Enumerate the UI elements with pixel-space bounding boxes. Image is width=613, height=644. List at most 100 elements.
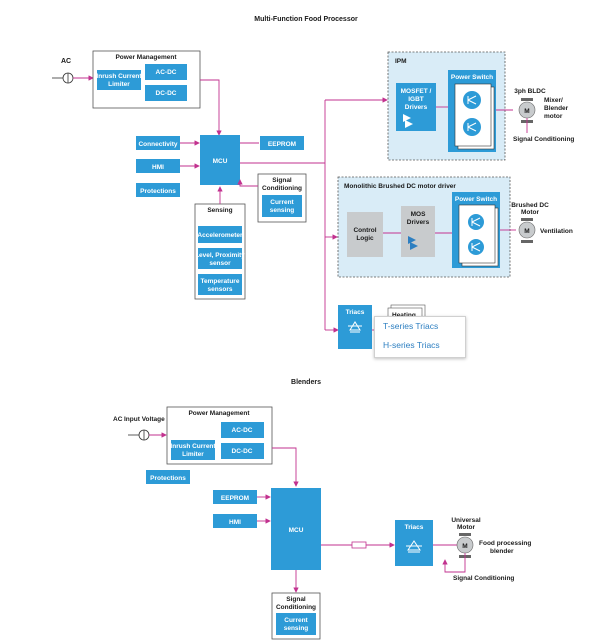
bottom-power-management: Power Management AC-DC Inrush Current Li… <box>166 406 273 465</box>
svg-text:sensing: sensing <box>270 207 295 214</box>
top-title: Multi-Function Food Processor <box>254 16 358 23</box>
top-temperature-sensors <box>198 274 242 295</box>
bottom-triac-icon <box>406 540 422 553</box>
top-control-logic <box>347 212 383 257</box>
svg-text:Ventilation: Ventilation <box>540 228 573 235</box>
top-signal-conditioning-label: Signal Conditioning <box>513 136 574 143</box>
svg-text:Drivers: Drivers <box>407 219 430 226</box>
bottom-ac-source-icon <box>128 429 150 441</box>
h-series-triacs-link[interactable]: H-series Triacs <box>383 340 440 350</box>
top-transistor-icon <box>463 91 481 109</box>
top-sensing: Sensing Accelerometer Level, Proximity s… <box>194 203 246 300</box>
svg-text:Power Management: Power Management <box>115 54 177 61</box>
svg-text:Input Voltage: Input Voltage <box>124 416 165 423</box>
svg-text:Power Management: Power Management <box>188 410 250 417</box>
top-transistor-icon <box>463 118 481 136</box>
svg-text:DC-DC: DC-DC <box>232 448 253 455</box>
svg-text:Protections: Protections <box>140 188 176 195</box>
svg-text:MOSFET /: MOSFET / <box>401 88 432 95</box>
bottom-protections <box>146 470 190 484</box>
svg-text:Motor: Motor <box>457 524 476 531</box>
svg-text:Logic: Logic <box>356 235 374 242</box>
top-mosfet-drivers <box>396 83 436 131</box>
svg-text:Accelerometer: Accelerometer <box>197 232 243 239</box>
top-acdc <box>145 64 187 80</box>
svg-text:DC-DC: DC-DC <box>156 90 177 97</box>
svg-text:Inrush Current: Inrush Current <box>170 443 216 450</box>
bottom-inrush-limiter <box>171 440 215 460</box>
svg-text:Conditioning: Conditioning <box>276 604 316 611</box>
top-brushed-dc-driver: Monolithic Brushed DC motor driver Contr… <box>337 176 511 278</box>
svg-text:blender: blender <box>490 548 514 555</box>
svg-text:AC: AC <box>113 416 123 423</box>
svg-text:AC-DC: AC-DC <box>156 69 177 76</box>
bottom-signal-conditioning-label: Signal Conditioning <box>453 575 514 582</box>
svg-text:MCU: MCU <box>213 158 228 165</box>
svg-text:Sensing: Sensing <box>207 207 232 214</box>
svg-text:HMI: HMI <box>229 519 241 526</box>
bottom-hmi <box>213 514 257 528</box>
t-series-triacs-link[interactable]: T-series Triacs <box>383 321 439 331</box>
svg-text:Power Switch: Power Switch <box>451 74 493 81</box>
svg-text:Control: Control <box>353 227 376 234</box>
bottom-triacs <box>395 520 433 566</box>
svg-text:motor: motor <box>544 113 563 120</box>
svg-text:M: M <box>462 543 467 550</box>
svg-text:Mixer/: Mixer/ <box>544 97 563 104</box>
bottom-dcdc <box>221 443 264 459</box>
svg-text:Blender: Blender <box>544 105 569 112</box>
svg-text:Triacs: Triacs <box>346 309 365 316</box>
top-power-management: Power Management Inrush Current Limiter … <box>92 50 201 109</box>
svg-text:EEPROM: EEPROM <box>221 495 249 502</box>
top-connectivity <box>136 136 180 150</box>
top-wire-power-mcu <box>200 79 222 136</box>
svg-text:Limiter: Limiter <box>108 81 130 88</box>
svg-text:sensors: sensors <box>208 286 233 293</box>
top-brushed-motor-icon: M <box>518 218 536 243</box>
bottom-acdc <box>221 422 264 438</box>
svg-text:IGBT: IGBT <box>408 96 424 103</box>
top-protections <box>136 183 180 197</box>
top-dcdc <box>145 85 187 101</box>
svg-text:EEPROM: EEPROM <box>268 141 296 148</box>
svg-text:Power Switch: Power Switch <box>455 196 497 203</box>
svg-text:MOS: MOS <box>411 211 426 218</box>
top-triac-icon <box>348 321 362 333</box>
top-accelerometer <box>198 226 242 243</box>
svg-text:Current: Current <box>270 199 294 206</box>
svg-text:Conditioning: Conditioning <box>262 185 302 192</box>
top-driver-icon <box>403 114 413 128</box>
svg-text:Motor: Motor <box>521 209 540 216</box>
svg-text:Signal: Signal <box>272 177 292 184</box>
top-eeprom <box>260 136 304 150</box>
top-bldc-label: 3ph BLDC <box>514 88 546 95</box>
svg-text:Limiter: Limiter <box>182 451 204 458</box>
bottom-eeprom <box>213 490 257 504</box>
svg-text:Food processing: Food processing <box>479 540 531 547</box>
bottom-signal-conditioning: Signal Conditioning Current sensing <box>271 592 321 640</box>
top-ipm: IPM MOSFET / IGBT Drivers Power Switch <box>387 51 506 161</box>
top-mos-drivers <box>401 206 435 257</box>
svg-text:Brushed DC: Brushed DC <box>511 202 549 209</box>
svg-text:Temperature: Temperature <box>201 278 240 285</box>
top-mcu <box>200 135 240 185</box>
svg-text:M: M <box>524 108 529 115</box>
svg-text:Monolithic Brushed DC motor dr: Monolithic Brushed DC motor driver <box>344 183 456 190</box>
svg-text:Level, Proximity: Level, Proximity <box>195 252 245 259</box>
svg-text:MCU: MCU <box>289 527 304 534</box>
top-ac-label: AC <box>61 58 71 65</box>
top-hmi <box>136 159 180 173</box>
svg-text:M: M <box>524 228 529 235</box>
top-inrush-limiter <box>97 70 141 90</box>
triacs-popup-menu: T-series Triacs H-series Triacs <box>374 316 466 358</box>
top-signal-conditioning: Signal Conditioning Current sensing <box>257 173 307 223</box>
bottom-title: Blenders <box>291 379 321 386</box>
svg-text:Signal: Signal <box>286 596 306 603</box>
svg-text:sensing: sensing <box>284 625 309 632</box>
svg-text:AC-DC: AC-DC <box>232 427 253 434</box>
svg-text:Triacs: Triacs <box>405 524 424 531</box>
svg-text:sensor: sensor <box>209 260 231 267</box>
top-triacs[interactable] <box>338 305 372 349</box>
svg-text:Inrush Current: Inrush Current <box>96 73 142 80</box>
